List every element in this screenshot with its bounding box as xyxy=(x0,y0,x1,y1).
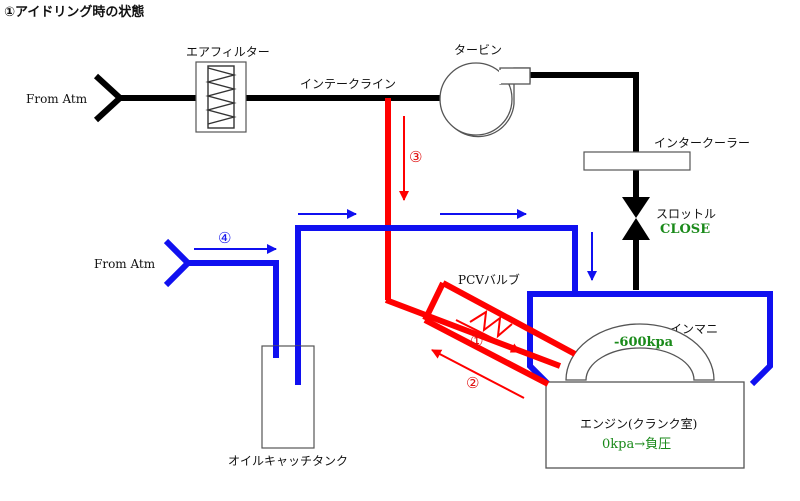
from-atm-left-label: From Atm xyxy=(94,257,156,271)
oil-catch-tank xyxy=(261,345,315,449)
intake-line-label: インテークライン xyxy=(300,77,396,91)
engine-block xyxy=(545,381,745,469)
intake-manifold-outline xyxy=(527,291,773,387)
engine-label: エンジン(クランク室) xyxy=(580,416,697,431)
air-filter-icon xyxy=(195,61,247,133)
red-flow-marker-2: ② xyxy=(466,374,479,392)
intercooler-icon xyxy=(583,151,691,171)
throttle-state-label: CLOSE xyxy=(660,222,710,237)
fresh-air-pipe xyxy=(188,225,578,385)
red-flow-marker-1: ① xyxy=(470,332,483,350)
air-filter-label: エアフィルター xyxy=(186,45,270,59)
red-flow-arrow-2 xyxy=(431,349,525,399)
red-flow-arrow-1 xyxy=(455,319,521,353)
manifold-runner-arch xyxy=(565,323,715,381)
throttle-valve-icon xyxy=(622,197,650,240)
turbine-label: タービン xyxy=(454,43,502,57)
manifold-pressure-label: -600kpa xyxy=(614,335,674,350)
atm-inlet-left-icon xyxy=(163,238,193,288)
pcv-valve-icon xyxy=(469,310,513,339)
pcv-valve-label: PCVバルブ xyxy=(458,272,520,287)
throttle-label: スロットル xyxy=(656,207,716,221)
diagram-title: ①アイドリング時の状態 xyxy=(4,4,144,20)
turbine-icon xyxy=(439,62,531,138)
atm-inlet-top-icon xyxy=(93,73,125,123)
intercooler-label: インタークーラー xyxy=(654,136,750,150)
crankcase-pressure-label: 0kpa→負圧 xyxy=(602,437,671,452)
red-flow-marker-3: ③ xyxy=(409,148,422,166)
pcv-line-pipe xyxy=(384,98,577,387)
intake-manifold-label: インマニ xyxy=(670,322,718,336)
from-atm-top-label: From Atm xyxy=(26,92,88,106)
blue-flow-marker-4: ④ xyxy=(218,229,231,247)
catch-tank-label: オイルキャッチタンク xyxy=(228,454,348,468)
intake-line-pipe xyxy=(120,72,639,290)
